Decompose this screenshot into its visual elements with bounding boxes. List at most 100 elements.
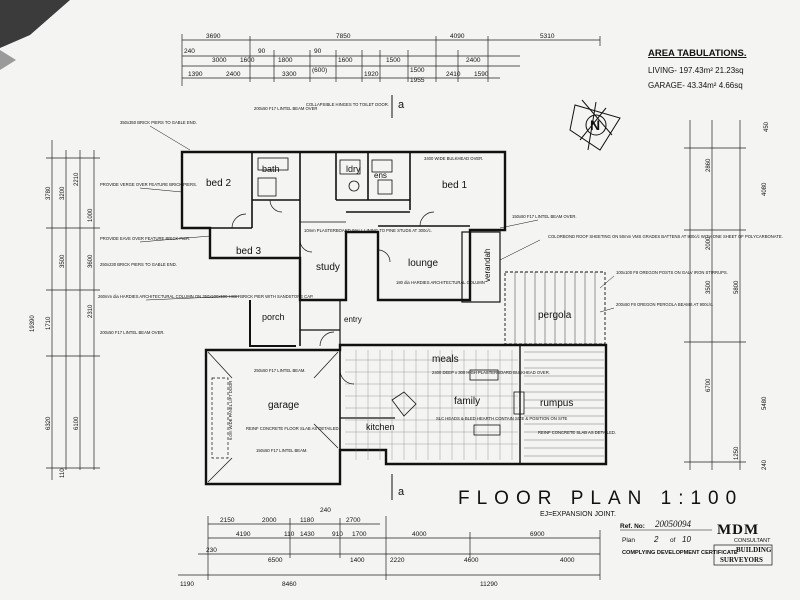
- dim-top-8: 1800: [278, 57, 293, 64]
- room-ldry: ldry: [346, 164, 361, 174]
- room-entry: entry: [344, 315, 362, 324]
- dim-left-7: 19390: [30, 315, 36, 332]
- top-dimension-text: 3690 7850 4090 5310 240 3000 90 1800 90 …: [184, 33, 555, 84]
- note-3: 350x350 BRICK PIERS TO GABLE END.: [120, 120, 197, 125]
- note-15: 150x50 F17 LINTEL BEAM.: [256, 448, 308, 453]
- dim-left-8: 2310: [88, 304, 94, 318]
- door-swings: [231, 199, 435, 385]
- dim-right-3: 4080: [762, 182, 768, 196]
- room-verandah: verandah: [483, 249, 492, 282]
- note-17: 6.0m WIDE PANEL LIFT DOOR: [228, 381, 233, 440]
- area-tab-garage: GARAGE- 43.34m² 4.66sq: [648, 81, 743, 90]
- room-bed3: bed 3: [236, 246, 261, 257]
- section-marker-top: a: [398, 99, 405, 111]
- room-kitchen: kitchen: [366, 422, 395, 432]
- dim-right-1: 450: [764, 121, 770, 132]
- dim-left-11: 6100: [74, 416, 80, 430]
- room-family: family: [454, 396, 480, 407]
- dim-bottom-10: 1700: [352, 531, 367, 538]
- plan-total: 10: [682, 535, 691, 544]
- bottom-dimension-lines: [178, 516, 601, 580]
- dim-top-15: 1500: [410, 67, 425, 74]
- plan-label: Plan: [622, 537, 635, 544]
- note-5: 3400 WIDE BULKHEAD OVER.: [424, 156, 483, 161]
- drawing-title: FLOOR PLAN 1:100: [458, 488, 743, 509]
- dim-top-22: 1590: [474, 71, 489, 78]
- certificate: COMPLYING DEVELOPMENT CERTIFICATE: [622, 550, 738, 556]
- note-8: 150x50 F17 LINTEL BEAM OVER.: [512, 214, 577, 219]
- scan-corner-shadow: [0, 0, 70, 48]
- dim-right-7: 6700: [706, 378, 712, 392]
- ref-label: Ref. No:: [620, 523, 645, 530]
- bottom-dimension-text: 2150 2000 1180 240 2700 4190 110 1430 91…: [180, 507, 575, 588]
- dim-right-5: 2000: [706, 236, 712, 250]
- north-label: N: [590, 117, 600, 133]
- dim-bottom-20: 8460: [282, 581, 297, 588]
- dim-top-2: 7850: [336, 33, 351, 40]
- dim-bottom-4: 240: [320, 507, 331, 514]
- note-22: 2400 DEEP x 300 HIGH PLASTERBOARD BULKHE…: [432, 370, 550, 375]
- note-16: REINF CONCRETE FLOOR SLAB AS DETAILED.: [246, 426, 340, 431]
- title-block: Ref. No: 20050094 Plan 2 of 10 COMPLYING…: [620, 519, 773, 566]
- note-10: 100x100 F8 OREGON POSTS ON GALV IRON STI…: [616, 270, 728, 275]
- notes: 200x50 F17 LINTEL BEAM OVER COLLAPSIBLE …: [98, 102, 783, 453]
- firm-sub3: SURVEYORS: [720, 556, 763, 564]
- area-tabulations: AREA TABULATIONS. LIVING- 197.43m² 21.23…: [648, 48, 747, 90]
- room-labels: bed 2 bath ldry ens bed 1 bed 3 study lo…: [206, 164, 573, 432]
- room-rumpus: rumpus: [540, 398, 573, 409]
- dim-bottom-8: 1430: [300, 531, 315, 538]
- north-arrow: [569, 99, 621, 151]
- dim-bottom-13: 230: [206, 547, 217, 554]
- plan-value: 2: [653, 535, 659, 544]
- dim-right-9: 1250: [734, 446, 740, 460]
- dim-top-12: 1600: [240, 57, 255, 64]
- dim-top-14: (600): [312, 67, 327, 74]
- dim-left-6: 3600: [88, 254, 94, 268]
- room-lounge: lounge: [408, 258, 438, 269]
- dim-bottom-6: 4190: [236, 531, 251, 538]
- tile-grid: [345, 350, 518, 460]
- dim-bottom-17: 4600: [464, 557, 479, 564]
- room-garage: garage: [268, 400, 300, 411]
- dim-top-4: 5310: [540, 33, 555, 40]
- dim-bottom-2: 2000: [262, 517, 277, 524]
- dim-right-10: 240: [762, 459, 768, 470]
- dim-right-4: 5800: [734, 280, 740, 294]
- dim-top-10: 1500: [386, 57, 401, 64]
- dim-left-2: 2210: [74, 172, 80, 186]
- section-marker-bottom: a: [398, 486, 405, 498]
- room-ens: ens: [374, 171, 387, 180]
- fixtures: [257, 157, 525, 436]
- dim-bottom-1: 2150: [220, 517, 235, 524]
- room-bed1: bed 1: [442, 180, 467, 191]
- dim-right-6: 3500: [706, 280, 712, 294]
- dim-top-16: 1390: [188, 71, 203, 78]
- room-study: study: [316, 262, 340, 273]
- dim-bottom-9: 910: [332, 531, 343, 538]
- note-9: COLORBOND ROOF SHEETING ON 50mm VMS GRAD…: [548, 234, 783, 239]
- dim-bottom-15: 1400: [350, 557, 365, 564]
- note-2: COLLAPSIBLE HINGES TO TOILET DOOR.: [306, 102, 389, 107]
- dim-bottom-19: 1190: [180, 581, 194, 588]
- room-pergola: pergola: [538, 310, 572, 321]
- top-dimension-lines: [181, 34, 601, 86]
- dim-top-13: 1600: [338, 57, 353, 64]
- room-porch: porch: [262, 312, 285, 322]
- dim-top-18: 3300: [282, 71, 297, 78]
- room-bed2: bed 2: [206, 178, 231, 189]
- dim-left-5: 3500: [60, 254, 66, 268]
- note-13: 200x50 F17 LINTEL BEAM OVER.: [100, 330, 165, 335]
- dim-top-6: 3000: [212, 57, 227, 64]
- area-tab-living: LIVING- 197.43m² 21.23sq: [648, 66, 744, 75]
- dim-bottom-3: 1180: [300, 517, 314, 524]
- note-1: 200x50 F17 LINTEL BEAM OVER: [254, 106, 317, 111]
- room-meals: meals: [432, 354, 459, 365]
- note-12: 260mm dia HARDIES ARCHITECTURAL COLUMN O…: [98, 294, 313, 299]
- dim-right-8: 5480: [762, 396, 768, 410]
- walls: [180, 150, 608, 486]
- dim-bottom-12: 6900: [530, 531, 545, 538]
- note-20: 180 dia HARDIES ARCHITECTURAL COLUMN: [396, 280, 485, 285]
- dim-left-12: 110: [60, 468, 66, 478]
- note-18: REINF CONCRETE SLAB AS DETAILED.: [538, 430, 616, 435]
